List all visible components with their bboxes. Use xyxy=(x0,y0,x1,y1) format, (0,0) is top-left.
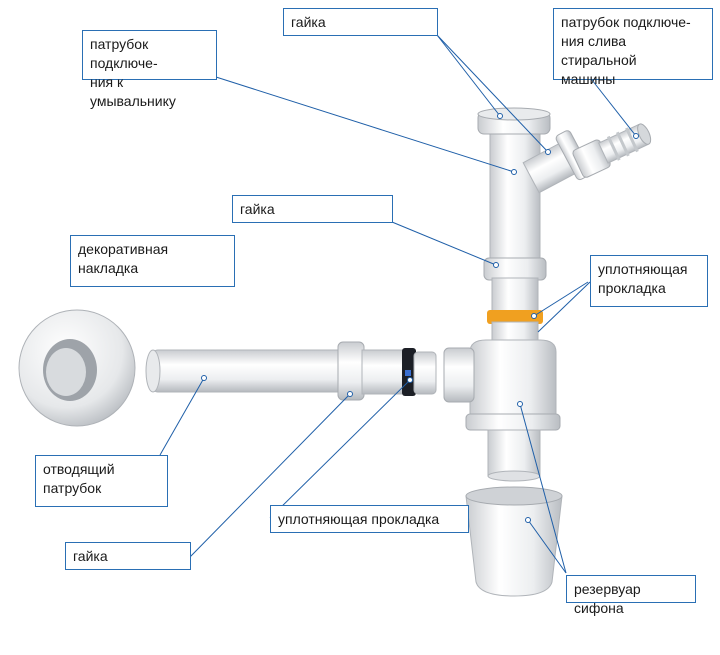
vertical-pipe-part xyxy=(477,107,652,341)
leader-lines xyxy=(159,34,637,574)
label-nut-mid: гайка xyxy=(232,195,393,223)
outlet-pipe-part xyxy=(145,341,437,401)
label-seal-right: уплотняющая прокладка xyxy=(590,255,708,307)
label-nut-top: гайка xyxy=(283,8,438,36)
label-outlet-pipe: отводящий патрубок xyxy=(35,455,168,507)
label-washer-inlet: патрубок подключе- ния слива стиральной … xyxy=(553,8,713,87)
label-siphon-reservoir: резервуар сифона xyxy=(566,575,696,616)
label-sink-inlet: патрубок подключе- ния к умывальнику xyxy=(82,30,217,109)
label-decorative-cover: декоративная накладка xyxy=(70,235,235,287)
siphon-reservoir-part xyxy=(465,486,563,597)
label-seal-bottom: уплотняющая прокладка xyxy=(270,505,469,533)
siphon-body-part xyxy=(443,339,561,482)
decorative-cover-part xyxy=(18,309,136,427)
leader-dots xyxy=(201,113,639,523)
label-nut-bottom: гайка xyxy=(65,542,191,570)
